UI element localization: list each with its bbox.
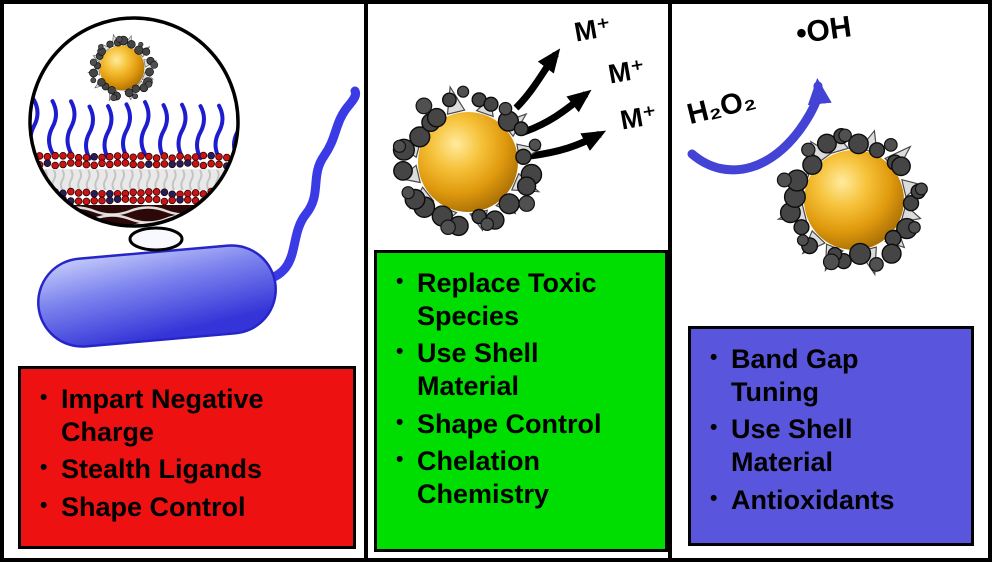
zoom-callout-ellipse-icon — [128, 226, 184, 252]
panel-ros-scavenging: H₂O₂ •OH Band Gap Tuning Use Shell Mater… — [672, 4, 988, 558]
antibacterial-strategies-box: Impart Negative Charge Stealth Ligands S… — [18, 366, 356, 549]
ros-conversion-arrow-icon — [687, 78, 832, 175]
panel-membrane-interaction: Impart Negative Charge Stealth Ligands S… — [4, 4, 368, 558]
ion-label: M⁺ — [572, 11, 614, 48]
ros-illustration — [687, 78, 928, 277]
nanoparticle-small-icon — [87, 33, 159, 102]
ion-arrows-icon — [513, 48, 607, 160]
bullet-item: Replace Toxic Species — [391, 267, 657, 332]
nanoparticle-icon — [776, 127, 928, 277]
bacterium-icon — [37, 86, 361, 348]
membrane-zoom-icon — [28, 16, 240, 228]
bullet-item: Shape Control — [35, 491, 345, 524]
bullet-item: Chelation Chemistry — [391, 445, 657, 510]
ion-release-strategies-box: Replace Toxic Species Use Shell Material… — [374, 250, 668, 552]
nanoparticle-icon — [392, 85, 543, 237]
bullet-item: Band Gap Tuning — [705, 343, 963, 408]
bullet-item: Shape Control — [391, 408, 657, 441]
ros-strategies-box: Band Gap Tuning Use Shell Material Antio… — [688, 326, 974, 546]
membrane-bacterium-illustration — [28, 16, 361, 348]
flagellum-icon — [261, 86, 361, 285]
ion-label: M⁺ — [606, 53, 648, 90]
panel-ion-release: M⁺ M⁺ M⁺ Replace Toxic Species Use Shell… — [368, 4, 672, 558]
bullet-item: Impart Negative Charge — [35, 383, 345, 448]
ion-label: M⁺ — [618, 99, 660, 136]
bullet-item: Stealth Ligands — [35, 453, 345, 486]
bullet-item: Antioxidants — [705, 484, 963, 517]
bullet-item: Use Shell Material — [391, 337, 657, 402]
bullet-item: Use Shell Material — [705, 413, 963, 478]
ion-release-illustration — [392, 48, 607, 237]
